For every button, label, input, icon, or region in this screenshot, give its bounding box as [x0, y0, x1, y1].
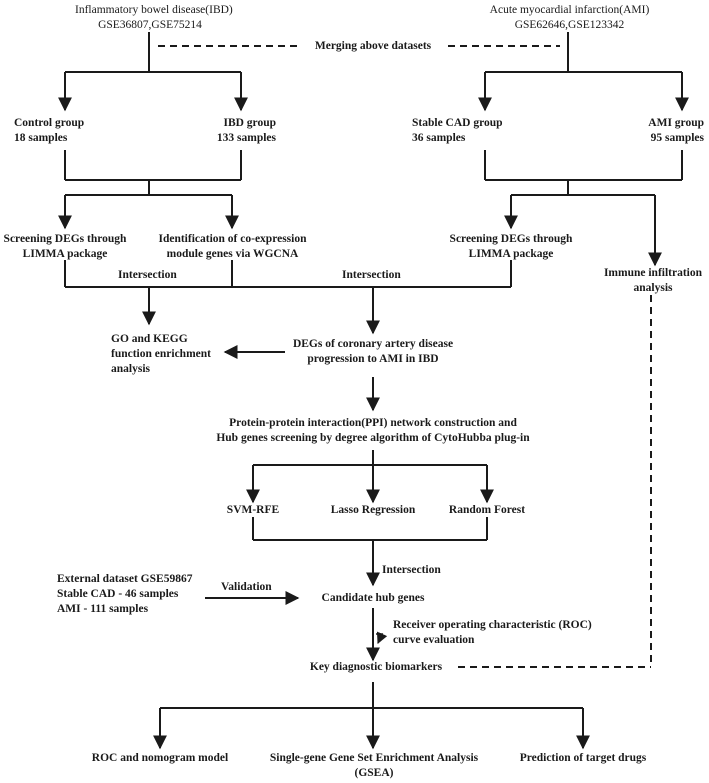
degs-cad-to-ami: DEGs of coronary artery disease progress…: [292, 338, 454, 365]
lasso-regression: Lasso Regression: [330, 504, 416, 516]
random-forest: Random Forest: [448, 504, 526, 516]
control-group: Control group 18 samples: [14, 117, 85, 144]
single-gene-gsea: Single-gene Gene Set Enrichment Analysis…: [269, 752, 479, 779]
ibd-datasets: Inflammatory bowel disease(IBD) GSE36807…: [75, 3, 233, 33]
ibd-ids: GSE36807,GSE75214: [98, 19, 202, 31]
intersection-label-low: Intersection: [382, 564, 441, 576]
intersection-label-left: Intersection: [118, 269, 177, 281]
key-diagnostic-biomarkers: Key diagnostic biomarkers: [309, 661, 443, 673]
ami-group: AMI group 95 samples: [648, 117, 704, 144]
validation-label: Validation: [221, 581, 272, 593]
intersection-label-mid: Intersection: [342, 269, 401, 281]
connector-arrow: [376, 631, 388, 645]
ibd-group: IBD group 133 samples: [216, 117, 276, 144]
external-dataset: External dataset GSE59867 Stable CAD - 4…: [57, 573, 193, 615]
screening-degs-right: Screening DEGs through LIMMA package: [449, 233, 573, 260]
merging-label: Merging above datasets: [314, 40, 432, 52]
ibd-title: Inflammatory bowel disease(IBD): [75, 4, 233, 16]
candidate-hub-genes: Candidate hub genes: [321, 592, 425, 604]
prediction-target-drugs: Prediction of target drugs: [519, 752, 647, 764]
stable-cad-group: Stable CAD group 36 samples: [412, 117, 503, 144]
roc-nomogram-model: ROC and nomogram model: [91, 752, 229, 764]
immune-infiltration: Immune infiltration analysis: [603, 267, 703, 294]
ami-datasets: Acute myocardial infarction(AMI) GSE6264…: [482, 3, 657, 33]
wgcna-module-genes: Identification of co-expression module g…: [158, 233, 307, 260]
go-kegg-analysis: GO and KEGG function enrichment analysis: [111, 333, 211, 375]
screening-degs-left: Screening DEGs through LIMMA package: [3, 233, 127, 260]
ami-ids: GSE62646,GSE123342: [514, 19, 625, 31]
svm-rfe: SVM-RFE: [226, 504, 280, 516]
ami-title: Acute myocardial infarction(AMI): [489, 4, 650, 16]
ppi-network: Protein-protein interaction(PPI) network…: [216, 417, 530, 444]
roc-curve-evaluation: Receiver operating characteristic (ROC) …: [393, 619, 592, 646]
